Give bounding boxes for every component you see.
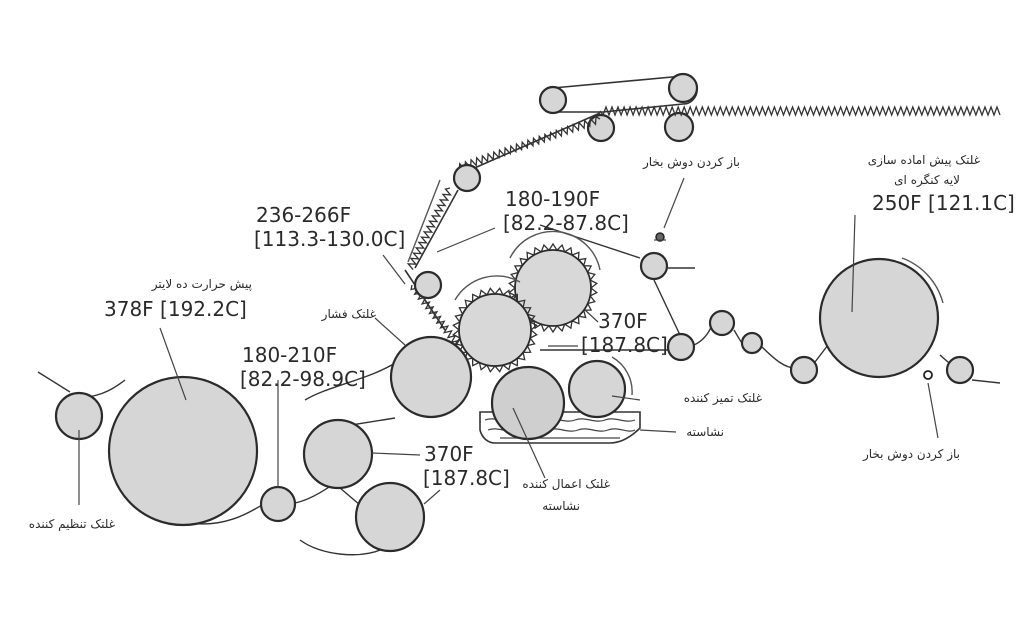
leader-belt-range — [382, 254, 406, 285]
label-starch-applicator-line2: نشاسته — [542, 499, 580, 513]
fluted-medium-top — [599, 105, 1001, 117]
label-medium-preheater-line2: لایه کنگره ای — [894, 173, 960, 188]
lower-roll-lower — [354, 481, 426, 553]
leader-starch — [639, 429, 677, 433]
label-medium-preheater-temp: 250F [121.1C] — [872, 191, 1015, 215]
label-belt-temp-range-c: [113.3-130.0C] — [254, 227, 405, 251]
upper-gear-shield — [509, 230, 601, 271]
fluted-diagonal-1 — [458, 115, 601, 172]
belt-turn-roll — [452, 163, 482, 193]
lower-corrugating-roll — [458, 293, 532, 367]
top-belt-right-roll — [667, 72, 699, 104]
label-medium-preheater-line1: غلتک پیش اماده سازی — [868, 153, 980, 168]
medium-exit-line — [971, 379, 1001, 384]
main-rolls — [54, 232, 975, 553]
label-preheater-liner: پیش حرارت ده لایتر — [151, 277, 252, 292]
diagonal-belt-upper — [469, 112, 601, 171]
label-corrugator-temp: 370F — [598, 309, 648, 333]
leader-steam-top — [663, 177, 685, 229]
label-lower-temp-range: 180-210F — [242, 343, 337, 367]
diagonal-belt-left — [414, 189, 459, 269]
medium-down-line — [653, 279, 681, 336]
lower-gear-shield — [454, 275, 521, 301]
top-belt-left-roll — [538, 85, 568, 115]
steam-nozzle-top — [655, 232, 665, 242]
leader-corrugator-temp — [584, 309, 599, 323]
leader-lower-roll-temp — [371, 452, 421, 456]
label-belt-temp-range: 236-266F — [256, 203, 351, 227]
label-steam-open-bottom: باز کردن دوش بخار — [862, 447, 960, 462]
lower-roll-upper — [302, 418, 374, 490]
medium-wave-3 — [759, 344, 796, 369]
label-upper-temp-range: 180-190F — [505, 187, 600, 211]
label-starch: نشاسته — [686, 425, 724, 439]
cleaning-roll — [567, 359, 627, 419]
belt-outer-guide — [407, 179, 441, 263]
belt-lower-roll — [413, 270, 443, 300]
medium-guide-roll-1 — [666, 332, 696, 362]
pressure-roll — [389, 335, 473, 419]
medium-wave-4 — [814, 344, 829, 363]
leader-starch-applicator — [512, 407, 546, 479]
leader-preheater-liner — [159, 327, 187, 401]
steam-nozzle-bottom — [923, 370, 933, 380]
starch-pan — [479, 411, 641, 444]
small-guide-roll — [259, 485, 297, 523]
leader-pressure-roll — [374, 317, 406, 346]
leader-medium-preheater — [851, 214, 856, 313]
medium-guide-roll-3 — [740, 331, 764, 355]
leader-steam-bottom — [927, 382, 939, 439]
label-lower-roll-temp-c: [187.8C] — [423, 466, 510, 490]
cleaning-roll-shield — [611, 356, 633, 396]
medium-upper-line — [539, 224, 641, 259]
medium-exit-roll — [945, 355, 975, 385]
label-lower-roll-temp: 370F — [424, 442, 474, 466]
label-preheater-liner-temp: 378F [192.2C] — [104, 297, 247, 321]
starch-applicator-roll — [490, 365, 566, 441]
label-pressure-roll: غلتک فشار — [321, 307, 376, 322]
liner-preheater-roll — [107, 375, 259, 527]
leader-cleaning-roll — [611, 395, 641, 401]
liner-entry-line — [37, 371, 71, 393]
label-lower-temp-range-c: [82.2-98.9C] — [240, 367, 366, 391]
diagram-labels: پیش حرارت ده لایتر 378F [192.2C] غلتک تن… — [29, 153, 1015, 531]
preheater-top-line — [304, 359, 401, 401]
medium-wave-1 — [693, 324, 713, 346]
top-belt-lower-right-roll — [663, 111, 695, 143]
upper-belt-assembly — [404, 72, 1001, 348]
label-upper-temp-range-c: [82.2-87.8C] — [503, 211, 629, 235]
label-steam-open-top: باز کردن دوش بخار — [642, 155, 740, 170]
medium-preheater-shield — [901, 257, 944, 304]
leader-upper-range — [436, 227, 496, 253]
leader-lines — [78, 177, 939, 505]
label-tension-roll: غلتک تنظیم کننده — [29, 517, 115, 531]
leader-lower-roll-temp-2 — [423, 489, 441, 505]
fluted-diagonal-2 — [406, 187, 453, 271]
medium-guide-roll-2 — [708, 309, 736, 337]
medium-guide-roll-top — [639, 251, 669, 281]
label-starch-applicator-line1: غلتک اعمال کننده — [522, 477, 610, 491]
corrugating-rolls — [452, 230, 601, 373]
medium-guide-roll-4 — [789, 355, 819, 385]
label-cleaning-roll: غلتک تمیز کننده — [684, 391, 762, 406]
label-corrugator-temp-c: [187.8C] — [581, 333, 668, 357]
medium-preheater-roll — [818, 257, 940, 379]
lower-roll-bottom — [299, 539, 386, 556]
upper-corrugating-roll — [514, 249, 592, 327]
top-belt-lower-roll — [586, 113, 616, 143]
